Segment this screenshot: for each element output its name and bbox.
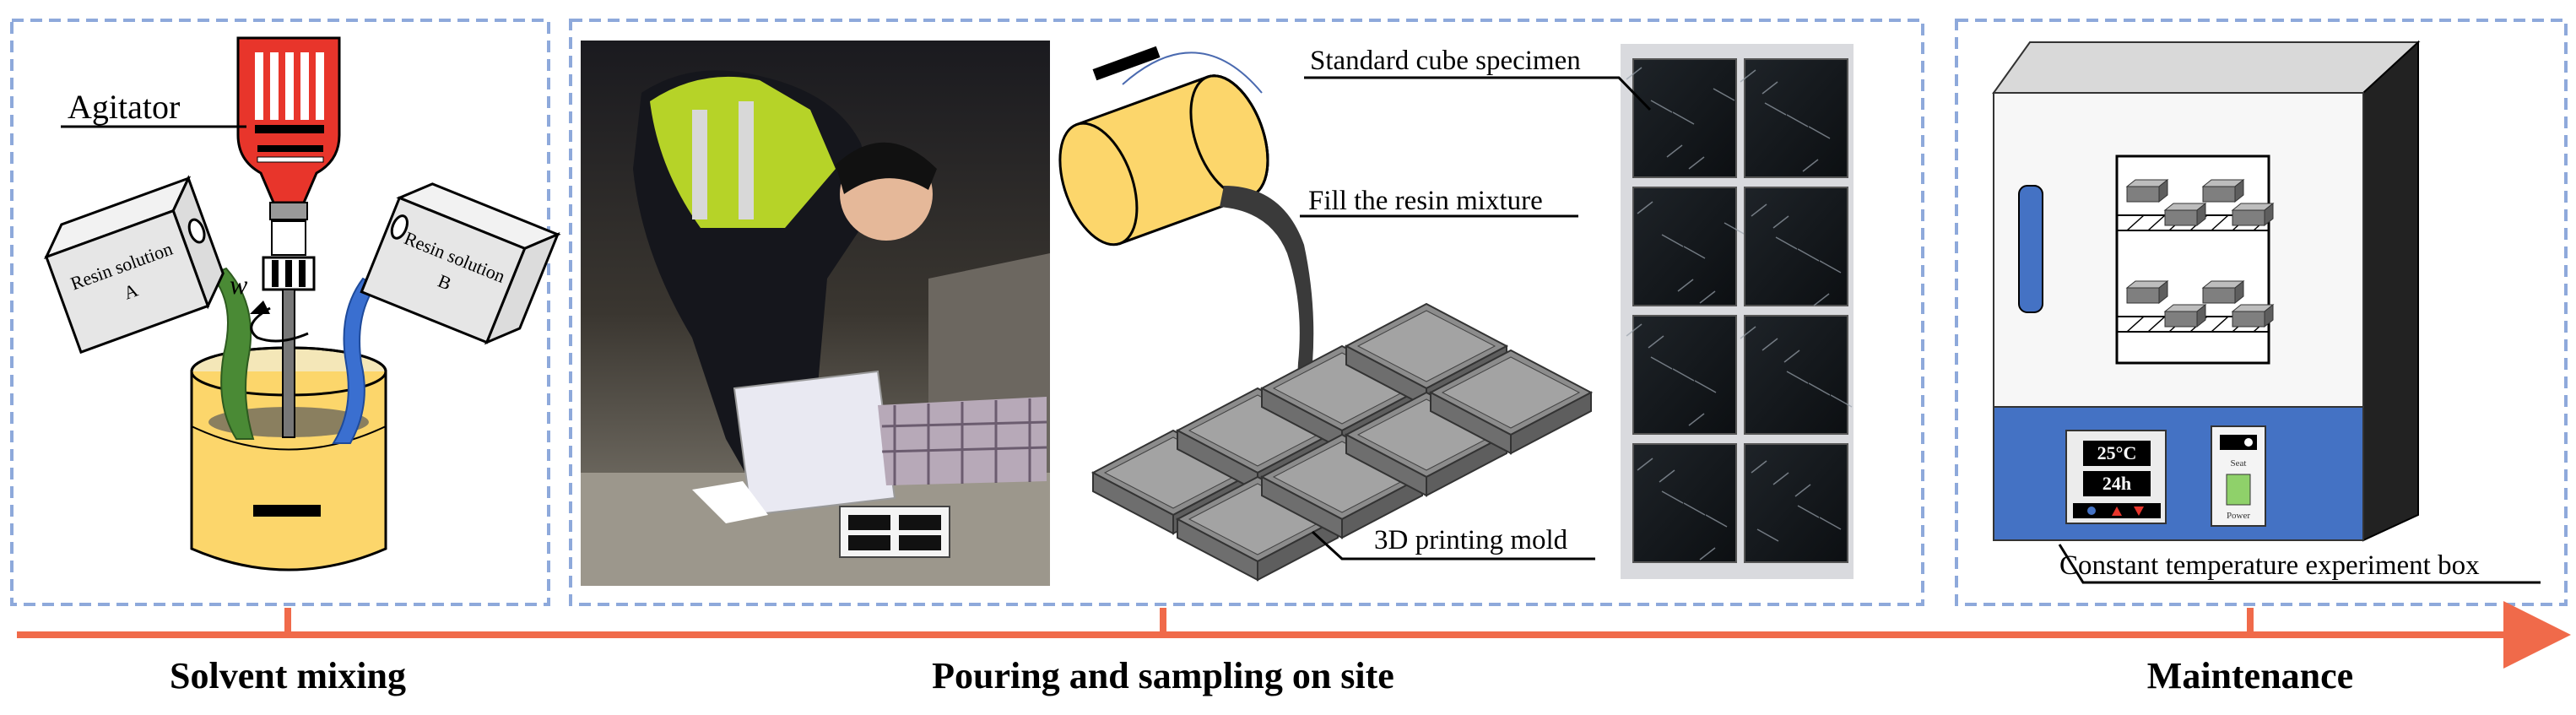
power-button (2226, 474, 2251, 506)
rotation-arrow-icon (250, 306, 309, 343)
panel-frame-mixing (10, 19, 550, 606)
specimen-label: Standard cube specimen (1310, 46, 1581, 76)
time-readout: 24h (2102, 473, 2131, 494)
oven-sample (2202, 186, 2236, 203)
bottle-a-icon (44, 175, 225, 355)
oven-label: Constant temperature experiment box (2059, 550, 2480, 581)
resin-pour-stream (1220, 186, 1334, 415)
fill-label: Fill the resin mixture (1308, 186, 1543, 216)
oven-leader-line (2058, 544, 2541, 584)
oven-sample (2232, 209, 2265, 226)
control-arrow-up (2112, 506, 2122, 516)
stage-label-maintenance: Maintenance (2147, 655, 2353, 696)
specimen-cube (1632, 187, 1737, 306)
white-bucket (733, 370, 896, 517)
power-label: Power (2227, 511, 2250, 521)
resin-stream-a (209, 267, 255, 440)
control-dot-blue (2087, 506, 2096, 515)
mold-grid (1090, 302, 1594, 582)
agitator-label: Agitator (68, 88, 180, 126)
panel-frame-pouring (569, 19, 1924, 606)
onsite-photo (581, 41, 1050, 586)
pouring-cup-icon (1058, 46, 1269, 246)
resin-stream-b (332, 277, 377, 444)
specimen-cube (1744, 315, 1848, 435)
agitator-icon (236, 36, 341, 438)
specimen-leader-line (1304, 76, 1652, 111)
oven-sample (2164, 209, 2198, 226)
omega-label: w (230, 269, 248, 300)
oven-sample (2164, 311, 2198, 328)
bottle-b-icon (360, 182, 561, 345)
mold-leader-line (1311, 530, 1595, 561)
oven-handle (2018, 185, 2043, 313)
temp-readout: 25°C (2097, 442, 2137, 463)
panel-frame-maintenance (1955, 19, 2568, 606)
specimen-cube (1744, 443, 1848, 563)
oven-sample (2126, 186, 2160, 203)
oven-icon: 25°C 24h Seat Power (1992, 40, 2421, 542)
stage-label-pouring: Pouring and sampling on site (932, 655, 1394, 696)
set-label: Seat (2231, 458, 2247, 469)
mold-label: 3D printing mold (1374, 525, 1568, 555)
oven-sample (2126, 287, 2160, 304)
specimen-cube (1744, 187, 1848, 306)
oven-sample (2232, 311, 2265, 328)
mold-cell (1428, 349, 1594, 455)
specimen-cube (1744, 58, 1848, 178)
control-arrow-down (2134, 506, 2144, 516)
mold-cell (1344, 302, 1509, 409)
specimen-cubes (1626, 58, 1853, 563)
stage-label-mixing: Solvent mixing (170, 655, 406, 696)
cup-handle (1122, 51, 1263, 94)
mixing-illustration: Resin solution A Resin solution B Agitat… (44, 36, 561, 571)
oven-sample (2202, 287, 2236, 304)
